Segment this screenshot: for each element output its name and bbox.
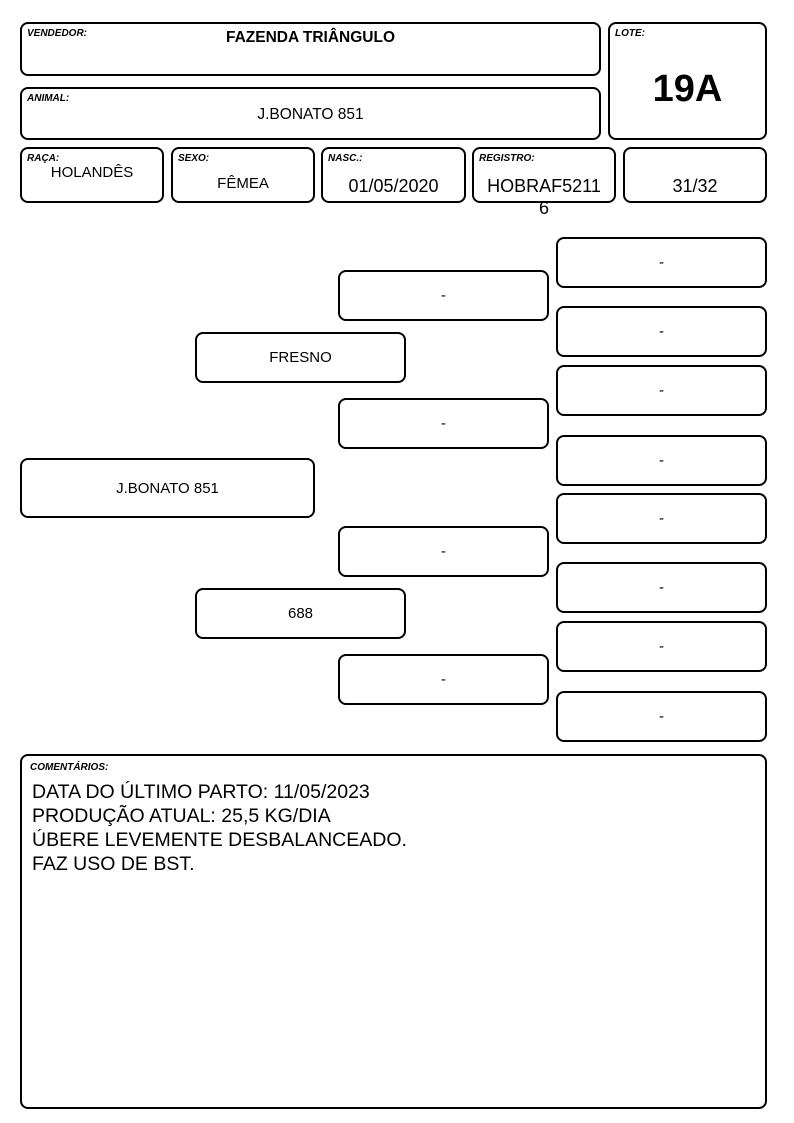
sex-box: SEXO: FÊMEA — [171, 147, 315, 203]
birth-box: NASC.: 01/05/2020 — [321, 147, 466, 203]
birth-value: 01/05/2020 — [348, 176, 439, 196]
comment-line: FAZ USO DE BST. — [32, 853, 195, 875]
gen3-box: - — [556, 493, 767, 544]
breed-value: HOLANDÊS — [50, 164, 134, 181]
registry-box: REGISTRO: HOBRAF5211 — [472, 147, 616, 203]
comment-line: PRODUÇÃO ATUAL: 25,5 KG/DIA — [32, 805, 331, 827]
comments-text: DATA DO ÚLTIMO PARTO: 11/05/2023 PRODUÇÃ… — [32, 780, 407, 876]
gen3-box: - — [556, 691, 767, 742]
vendor-value: FAZENDA TRIÂNGULO — [225, 29, 396, 46]
birth-label: NASC.: — [328, 153, 363, 164]
vendor-label: VENDEDOR: — [27, 28, 88, 39]
animal-value: J.BONATO 851 — [257, 106, 364, 123]
gen3-box: - — [556, 621, 767, 672]
dam-sire-box: - — [338, 526, 549, 577]
comment-line: ÚBERE LEVEMENTE DESBALANCEADO. — [32, 829, 407, 851]
sex-label: SEXO: — [178, 153, 210, 164]
gen3-box: - — [556, 365, 767, 416]
grade-box: 31/32 — [623, 147, 767, 203]
sire-sire-box: - — [338, 270, 549, 321]
animal-label: ANIMAL: — [27, 93, 70, 104]
sex-value: FÊMEA — [217, 175, 269, 192]
registry-value-overflow: 6 — [538, 198, 549, 218]
vendor-box: VENDEDOR: FAZENDA TRIÂNGULO — [20, 22, 601, 76]
animal-box: ANIMAL: J.BONATO 851 — [20, 87, 601, 140]
comment-line: DATA DO ÚLTIMO PARTO: 11/05/2023 — [32, 781, 370, 803]
lot-label: LOTE: — [615, 28, 645, 39]
comments-label: COMENTÁRIOS: — [30, 762, 109, 773]
grade-value: 31/32 — [672, 176, 718, 196]
registry-label: REGISTRO: — [479, 153, 535, 164]
pedigree-animal-box: J.BONATO 851 — [20, 458, 315, 518]
breed-box: RAÇA: HOLANDÊS — [20, 147, 164, 203]
sire-box: FRESNO — [195, 332, 406, 383]
dam-box: 688 — [195, 588, 406, 639]
sire-dam-box: - — [338, 398, 549, 449]
comments-box: COMENTÁRIOS: DATA DO ÚLTIMO PARTO: 11/05… — [20, 754, 767, 1109]
lot-value: 19A — [652, 68, 723, 110]
breed-label: RAÇA: — [27, 153, 60, 164]
dam-dam-box: - — [338, 654, 549, 705]
lot-box: LOTE: 19A — [608, 22, 767, 140]
gen3-box: - — [556, 237, 767, 288]
gen3-box: - — [556, 435, 767, 486]
registry-value: HOBRAF5211 — [487, 176, 601, 196]
gen3-box: - — [556, 562, 767, 613]
gen3-box: - — [556, 306, 767, 357]
